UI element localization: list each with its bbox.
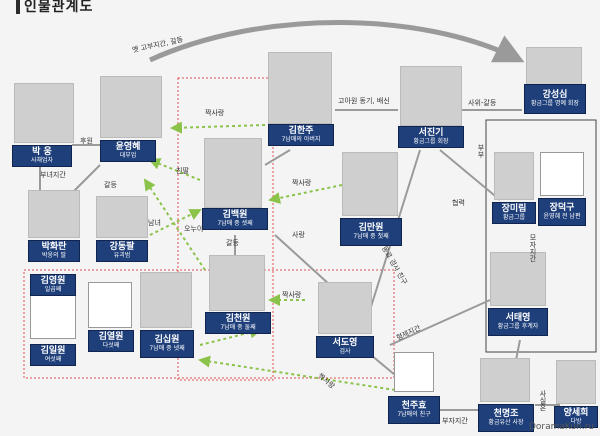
relation-label: 고아원 동기, 배신 <box>338 97 390 105</box>
page-title: 인물관계도 <box>24 0 94 15</box>
watermark: DoramaKun.ru <box>528 422 594 432</box>
photo-kim-hanju <box>268 52 332 124</box>
photo-kim-baekwon <box>204 138 262 208</box>
relation-label: 협력 <box>452 199 465 207</box>
title-bar: 인물관계도 <box>0 0 600 15</box>
line-taeyoung-doyoung <box>389 299 491 346</box>
relation-label: 사실혼 <box>539 390 547 411</box>
relation-label: 부자지간 <box>442 417 468 425</box>
line-baekwon-doyoung <box>274 234 331 286</box>
relation-label: 남녀 <box>148 219 161 227</box>
photo-yoon-younghye <box>100 76 162 138</box>
line-hanju-baekwon <box>264 149 291 166</box>
line-manwon-baekwon <box>268 184 343 204</box>
photo-kim-cheonwon <box>209 255 265 311</box>
photo-park-ung <box>14 83 74 143</box>
photo-park-hyerin <box>28 190 80 238</box>
relation-label: 짝사랑 <box>292 179 312 187</box>
photo-seo-jingi <box>400 66 462 126</box>
relation-label: 사위-갈등 <box>468 99 497 107</box>
relation-label: 갈등 <box>226 239 239 247</box>
photo-kim-youngwon <box>30 295 76 339</box>
photo-cheon-myungjo <box>480 358 530 402</box>
line-sipwon-cheonwon <box>199 326 262 346</box>
photo-seo-doyoung <box>318 282 372 334</box>
line-baekwon-younghye <box>148 158 201 181</box>
relation-label: 사랑 <box>292 231 305 239</box>
line-juhyo-sipwon <box>198 355 396 391</box>
relation-label: 오누이 <box>184 225 204 233</box>
line-cheonwon-younghye <box>143 178 206 271</box>
relation-label: 후원 <box>80 137 93 145</box>
photo-kim-sipwon <box>140 272 192 328</box>
relation-label: 친딸 <box>176 167 189 175</box>
photo-cheon-juhyo <box>394 352 434 392</box>
photo-kim-manwon <box>342 152 398 216</box>
relation-label: 부부 <box>477 144 485 158</box>
relation-label: 부녀지간 <box>40 171 66 179</box>
relation-label: 모자지간 <box>529 234 537 262</box>
relation-label: 갈등 <box>104 181 117 189</box>
line-jingi-mirim <box>439 149 501 201</box>
family-group-box <box>177 77 274 381</box>
photo-seo-taeyoung <box>490 252 546 306</box>
relation-label: 짝사랑 <box>205 109 225 117</box>
title-marker <box>16 0 20 14</box>
photo-jang-mirim <box>494 152 534 200</box>
arc-arrow <box>148 20 525 63</box>
photo-jang-deokgu <box>540 152 584 196</box>
relation-label: 짝사랑 <box>282 291 302 299</box>
line-hanju-younghye <box>170 121 266 134</box>
photo-yang-sehee <box>556 360 596 404</box>
photo-kim-yeolwon <box>88 282 132 328</box>
photo-kang-dongpal <box>96 196 148 238</box>
photo-kang-sungsim <box>526 47 582 85</box>
seo-family-box <box>485 119 597 353</box>
